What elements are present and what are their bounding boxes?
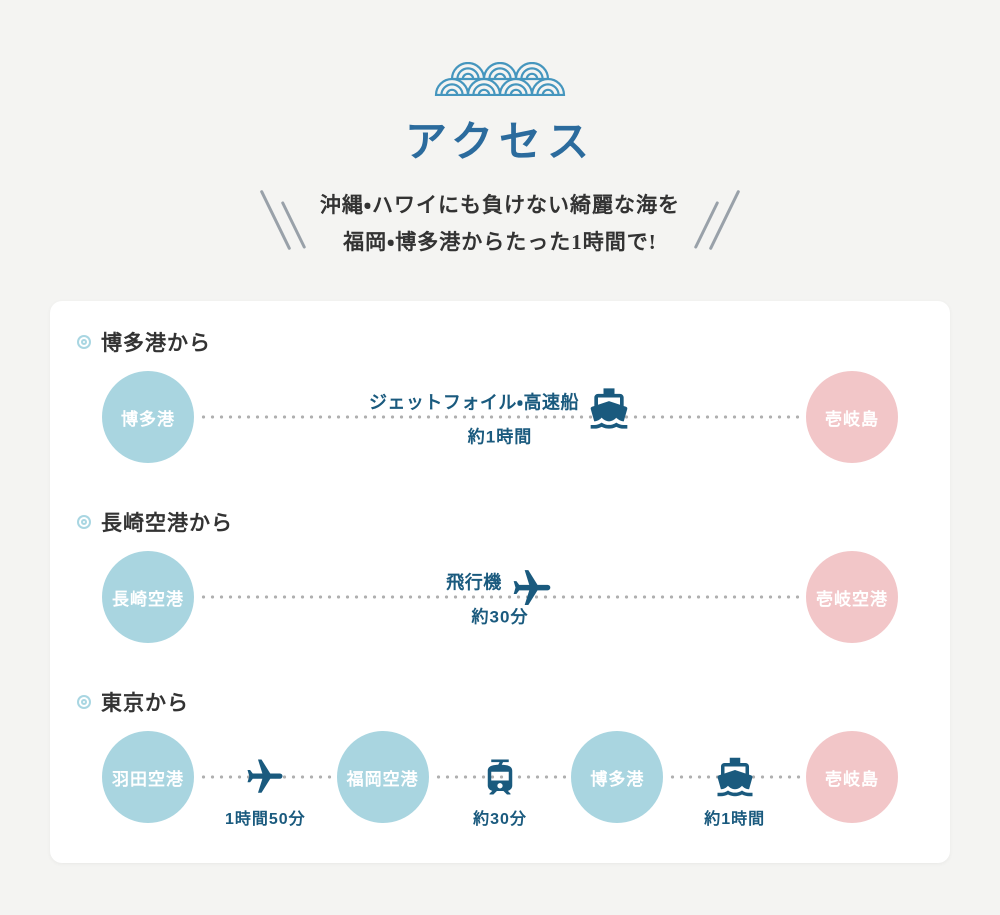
route-node-hakata-port: 博多港 bbox=[571, 731, 664, 823]
dotted-line bbox=[199, 415, 801, 419]
transport-method-label: 飛行機 bbox=[446, 572, 502, 593]
node-label: 羽田空港 bbox=[112, 769, 184, 789]
duration-label: 約1時間 bbox=[467, 427, 533, 447]
route-node-haneda: 羽田空港 bbox=[102, 731, 194, 823]
section-heading: 東京から bbox=[76, 687, 898, 717]
ring-bullet-icon bbox=[81, 339, 87, 345]
route-section-tokyo: 東京から 羽田空港 1時間50分 福岡空港 約30分 bbox=[81, 687, 899, 828]
ring-bullet-icon bbox=[81, 699, 87, 705]
section-heading-text: 長崎空港から bbox=[101, 512, 233, 535]
left-slash-decoration bbox=[259, 189, 292, 251]
duration-label: 約30分 bbox=[471, 607, 529, 627]
route-leg-ferry: 約1時間 bbox=[663, 731, 806, 828]
ship-icon bbox=[714, 756, 756, 798]
transport-method-label: ジェットフォイル・高速船 bbox=[368, 392, 580, 413]
catchphrase: 沖縄・ハワイにも負けない綺麗な海を 福岡・博多港からたった1時間で! bbox=[259, 187, 741, 261]
ship-icon bbox=[587, 387, 631, 431]
node-label: 壱岐島 bbox=[825, 769, 880, 789]
route-section-hakata-port: 博多港から 博多港 ジェットフォイル・高速船 約1時間 bbox=[81, 327, 898, 463]
catchphrase-line-2: 福岡・博多港からたった1時間で! bbox=[343, 230, 657, 254]
wave-ornament bbox=[0, 62, 1000, 96]
ring-bullet-icon bbox=[81, 519, 87, 525]
node-label: 福岡空港 bbox=[346, 769, 419, 789]
route-node-origin: 博多港 bbox=[102, 371, 194, 463]
node-label: 壱岐島 bbox=[825, 409, 879, 429]
route-leg: ジェットフォイル・高速船 約1時間 bbox=[194, 371, 806, 463]
route-node-destination: 壱岐空港 bbox=[806, 551, 898, 643]
access-page: アクセス 沖縄・ハワイにも負けない綺麗な海を 福岡・博多港からたった1時間で! … bbox=[0, 62, 1000, 863]
node-label: 博多港 bbox=[590, 769, 645, 789]
section-heading: 長崎空港から bbox=[76, 507, 898, 537]
seigaiha-wave-icon bbox=[434, 62, 566, 96]
section-heading-text: 博多港から bbox=[101, 332, 211, 355]
route-row: 博多港 ジェットフォイル・高速船 約1時間 壱岐島 bbox=[102, 371, 898, 463]
airplane-icon bbox=[510, 567, 554, 611]
duration-label: 約1時間 bbox=[704, 811, 766, 828]
route-node-fukuoka-airport: 福岡空港 bbox=[336, 731, 429, 823]
dotted-line bbox=[433, 775, 567, 779]
route-leg-flight: 1時間50分 bbox=[194, 731, 337, 828]
node-label: 壱岐空港 bbox=[816, 589, 888, 609]
page-title: アクセス bbox=[405, 120, 595, 166]
duration-label: 1時間50分 bbox=[224, 811, 306, 828]
train-icon bbox=[479, 756, 521, 798]
node-label: 博多港 bbox=[121, 409, 175, 429]
route-leg: 飛行機 約30分 bbox=[194, 551, 806, 643]
route-node-destination: 壱岐島 bbox=[806, 371, 898, 463]
route-node-iki-island: 壱岐島 bbox=[806, 731, 899, 823]
route-leg-train: 約30分 bbox=[429, 731, 572, 828]
access-card: 博多港から 博多港 ジェットフォイル・高速船 約1時間 bbox=[50, 301, 950, 863]
dotted-line bbox=[199, 595, 801, 599]
route-row: 長崎空港 飛行機 約30分 壱岐空港 bbox=[102, 551, 898, 643]
route-node-origin: 長崎空港 bbox=[102, 551, 194, 643]
section-heading-text: 東京から bbox=[101, 692, 189, 715]
route-section-nagasaki-airport: 長崎空港から 長崎空港 飛行機 約30分 bbox=[81, 507, 898, 643]
airplane-icon bbox=[244, 756, 286, 798]
node-label: 長崎空港 bbox=[112, 589, 184, 609]
duration-label: 約30分 bbox=[473, 811, 527, 828]
section-heading: 博多港から bbox=[76, 327, 898, 357]
catchphrase-line-1: 沖縄・ハワイにも負けない綺麗な海を bbox=[319, 193, 681, 217]
route-row: 羽田空港 1時間50分 福岡空港 約30分 博多港 bbox=[102, 731, 899, 828]
right-slash-decoration bbox=[708, 189, 741, 251]
